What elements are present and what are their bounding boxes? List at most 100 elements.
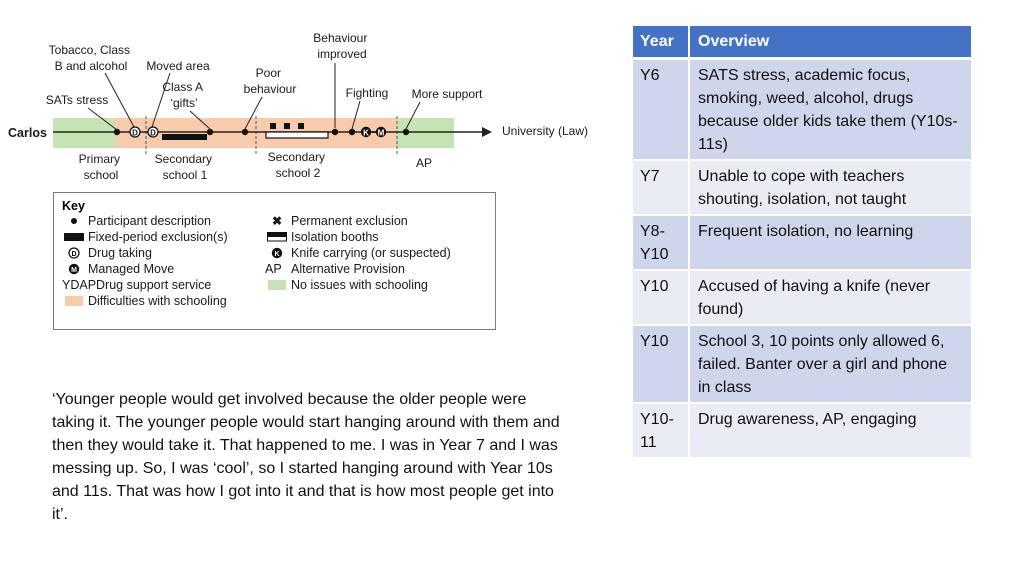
destination-label: University (Law) bbox=[502, 124, 588, 138]
header-overview: Overview bbox=[689, 26, 973, 60]
cell-year: Y7 bbox=[633, 160, 690, 216]
svg-text:D: D bbox=[132, 129, 138, 138]
cell-year: Y10-11 bbox=[633, 403, 690, 459]
difficulties-swatch-icon bbox=[60, 293, 88, 308]
event-label-fighting: Fighting bbox=[346, 86, 389, 100]
svg-text:D: D bbox=[71, 251, 76, 258]
event-label-behaviour-line1: Behaviour bbox=[313, 31, 367, 45]
event-label-class-a-line2: ‘gifts’ bbox=[170, 96, 197, 110]
key-row-ydap: YDAP Drug support service bbox=[62, 277, 211, 292]
key-row-managed-move: M Managed Move bbox=[60, 261, 174, 276]
drug-taking-marker: D bbox=[129, 126, 141, 138]
key-label: Participant description bbox=[88, 213, 211, 228]
phase-sec1-line1: Secondary bbox=[155, 152, 212, 166]
key-label: Knife carrying (or suspected) bbox=[291, 245, 451, 260]
cell-year: Y8-Y10 bbox=[633, 215, 690, 271]
event-label-class-a: Class A ‘gifts’ bbox=[162, 80, 205, 110]
cell-overview: Frequent isolation, no learning bbox=[689, 215, 973, 271]
cell-year: Y10 bbox=[633, 270, 690, 326]
phase-label-primary: Primary school bbox=[79, 152, 124, 182]
key-row-difficulties: Difficulties with schooling bbox=[60, 293, 227, 308]
no-issues-swatch-icon bbox=[263, 277, 291, 292]
key-row-permanent-exclusion: ✖ Permanent exclusion bbox=[263, 213, 408, 228]
isolation-booth-icon bbox=[263, 229, 291, 244]
key-label: Alternative Provision bbox=[291, 261, 405, 276]
key-abbr: YDAP bbox=[62, 277, 97, 292]
phase-sec2-line1: Secondary bbox=[268, 150, 325, 164]
event-connectors bbox=[87, 63, 421, 131]
managed-move-marker: M bbox=[375, 126, 387, 138]
key-label: Drug support service bbox=[96, 277, 212, 292]
cell-overview: Unable to cope with teachers shouting, i… bbox=[689, 160, 973, 216]
knife-carrying-marker: K bbox=[360, 126, 372, 138]
table-row: Y6 SATS stress, academic focus, smoking,… bbox=[633, 58, 973, 161]
knife-icon: K bbox=[263, 245, 291, 260]
event-label-tobacco-line1: Tobacco, Class bbox=[49, 43, 130, 57]
participant-description-dot bbox=[348, 128, 356, 136]
event-label-behaviour-improved: Behaviour improved bbox=[313, 31, 370, 61]
cell-year: Y6 bbox=[633, 58, 690, 161]
phase-primary-line1: Primary bbox=[79, 152, 120, 166]
key-row-knife: K Knife carrying (or suspected) bbox=[263, 245, 451, 260]
svg-text:K: K bbox=[274, 251, 279, 258]
key-row-isolation: Isolation booths bbox=[263, 229, 379, 244]
key-box: Key Participant description Fixed-period… bbox=[53, 192, 496, 330]
key-label: Fixed-period exclusion(s) bbox=[88, 229, 228, 244]
key-title: Key bbox=[62, 199, 85, 213]
table-row: Y10-11 Drug awareness, AP, engaging bbox=[633, 403, 973, 459]
cross-icon: ✖ bbox=[263, 213, 291, 228]
table-row: Y10 Accused of having a knife (never fou… bbox=[633, 270, 973, 326]
key-row-no-issues: No issues with schooling bbox=[263, 277, 428, 292]
participant-description-dot bbox=[331, 128, 339, 136]
cell-year: Y10 bbox=[633, 325, 690, 404]
event-label-poor-line1: Poor bbox=[256, 66, 281, 80]
participant-description-dot bbox=[241, 128, 249, 136]
key-label: Isolation booths bbox=[291, 229, 379, 244]
event-label-behaviour-line2: improved bbox=[317, 47, 366, 61]
drug-taking-marker: D bbox=[147, 126, 159, 138]
event-label-moved-area: Moved area bbox=[146, 59, 210, 73]
timeline-diagram: Carlos University (Law) Tobacco, Class B… bbox=[8, 31, 588, 182]
phase-label-ap: AP bbox=[416, 156, 432, 170]
event-label-poor-line2: behaviour bbox=[244, 82, 297, 96]
phase-sec1-line2: school 1 bbox=[163, 168, 208, 182]
key-label: Difficulties with schooling bbox=[88, 293, 227, 308]
svg-text:M: M bbox=[71, 267, 77, 274]
key-label: Drug taking bbox=[88, 245, 152, 260]
key-label: Managed Move bbox=[88, 261, 175, 276]
fixed-period-exclusion-bar bbox=[162, 134, 207, 140]
cell-overview: School 3, 10 points only allowed 6, fail… bbox=[689, 325, 973, 404]
cell-overview: Drug awareness, AP, engaging bbox=[689, 403, 973, 459]
event-label-poor-behaviour: Poor behaviour bbox=[244, 66, 297, 96]
key-row-drug: D Drug taking bbox=[60, 245, 152, 260]
isolation-booth-marker bbox=[265, 131, 329, 139]
key-row-participant: Participant description bbox=[60, 213, 211, 228]
phase-primary-line2: school bbox=[84, 168, 119, 182]
drug-icon: D bbox=[60, 245, 88, 260]
phase-band-primary bbox=[53, 118, 115, 148]
phase-label-secondary1: Secondary school 1 bbox=[155, 152, 216, 182]
overview-table: Year Overview Y6 SATS stress, academic f… bbox=[633, 26, 973, 459]
event-label-more-support: More support bbox=[412, 87, 483, 101]
participant-quote: ‘Younger people would get involved becau… bbox=[52, 391, 560, 523]
exclusion-bar-icon bbox=[60, 229, 88, 244]
key-abbr: AP bbox=[265, 261, 282, 276]
phase-label-secondary2: Secondary school 2 bbox=[268, 150, 329, 180]
fixed-period-exclusion-bar bbox=[284, 123, 290, 129]
dot-icon bbox=[60, 213, 88, 228]
event-label-tobacco: Tobacco, Class B and alcohol bbox=[49, 43, 134, 73]
phase-sec2-line2: school 2 bbox=[276, 166, 321, 180]
key-label: Permanent exclusion bbox=[291, 213, 408, 228]
timeline-arrowhead bbox=[482, 127, 492, 137]
participant-description-dot bbox=[206, 128, 214, 136]
participant-description-dot bbox=[402, 128, 410, 136]
key-row-ap: AP Alternative Provision bbox=[265, 261, 405, 276]
event-label-tobacco-line2: B and alcohol bbox=[55, 59, 128, 73]
event-label-sats-stress: SATs stress bbox=[46, 93, 108, 107]
cross-glyph: ✖ bbox=[271, 213, 283, 228]
cell-overview: SATS stress, academic focus, smoking, we… bbox=[689, 58, 973, 161]
participant-name: Carlos bbox=[8, 126, 47, 140]
fixed-period-exclusion-bar bbox=[298, 123, 304, 129]
header-year: Year bbox=[633, 26, 690, 60]
